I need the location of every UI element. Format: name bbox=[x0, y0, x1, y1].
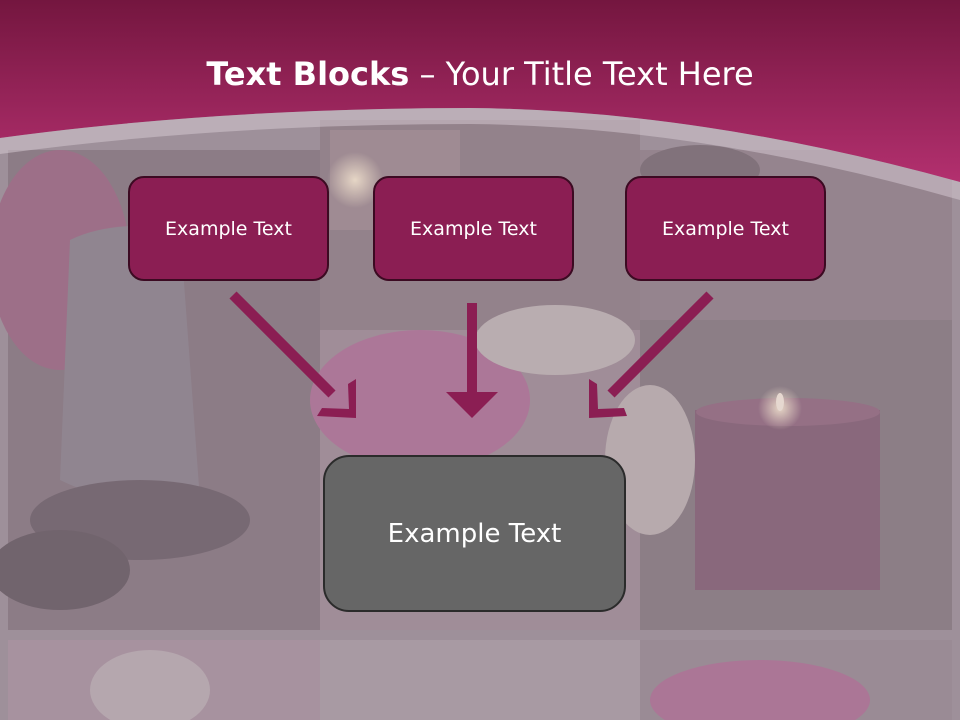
top-text-box-2-label: Example Text bbox=[410, 217, 537, 240]
top-text-box-2: Example Text bbox=[373, 176, 574, 281]
top-text-box-3: Example Text bbox=[625, 176, 826, 281]
main-text-box-label: Example Text bbox=[387, 518, 562, 549]
title-bold: Text Blocks bbox=[206, 55, 410, 93]
title-rest: – Your Title Text Here bbox=[409, 55, 754, 93]
top-text-box-1-label: Example Text bbox=[165, 217, 292, 240]
top-text-box-3-label: Example Text bbox=[662, 217, 789, 240]
arrow-left-head bbox=[317, 379, 356, 418]
arrow-center-head bbox=[446, 392, 498, 418]
main-text-box: Example Text bbox=[323, 455, 626, 612]
arrow-right-shaft bbox=[607, 291, 714, 398]
slide-title: Text Blocks – Your Title Text Here bbox=[0, 52, 960, 96]
title-band bbox=[0, 0, 960, 200]
arrow-left-shaft bbox=[229, 291, 336, 398]
arrow-right-head bbox=[589, 379, 627, 418]
top-text-box-1: Example Text bbox=[128, 176, 329, 281]
